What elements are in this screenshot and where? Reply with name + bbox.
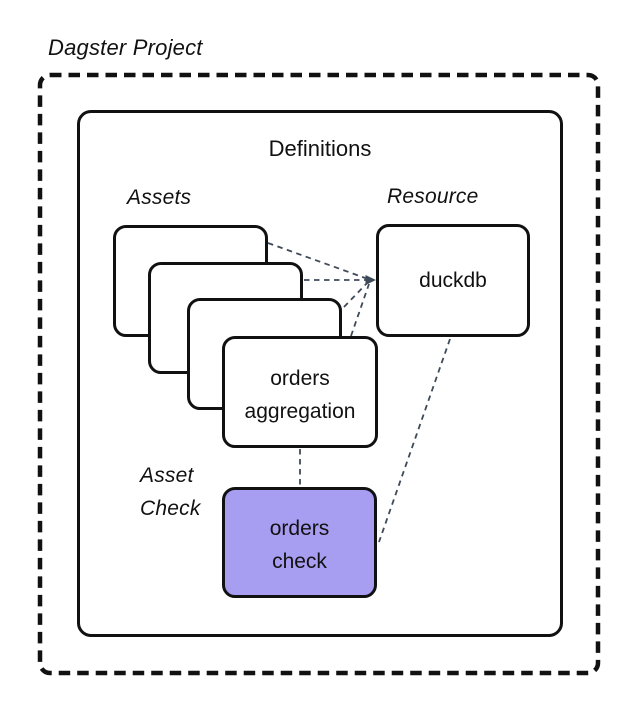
asset-check-card-orders-check: orders check bbox=[222, 487, 377, 598]
asset-check-label-line-1: Asset bbox=[140, 464, 194, 487]
asset-card-label-line-2: aggregation bbox=[244, 400, 356, 423]
diagram-title: Dagster Project bbox=[48, 35, 203, 60]
project-boundary-dashed-border bbox=[37, 72, 601, 676]
asset-card-label-line-1: orders bbox=[270, 367, 330, 390]
resource-card-label: duckdb bbox=[419, 269, 487, 292]
resource-group-label: Resource bbox=[387, 185, 479, 208]
asset-check-card-label-line-2: check bbox=[272, 549, 327, 573]
connector-asset-card-1-duckdb bbox=[267, 242, 369, 280]
asset-check-group-label: Asset Check bbox=[140, 459, 201, 525]
asset-check-label-line-2: Check bbox=[140, 497, 201, 520]
definitions-container-box bbox=[77, 110, 563, 637]
definitions-label: Definitions bbox=[268, 136, 372, 161]
assets-group-label: Assets bbox=[127, 186, 192, 209]
resource-card-duckdb: duckdb bbox=[376, 224, 530, 337]
arrowhead-into-duckdb bbox=[365, 275, 376, 285]
asset-card-orders-aggregation: orders aggregation bbox=[222, 336, 378, 448]
asset-check-card-label-line-1: orders bbox=[269, 516, 330, 540]
